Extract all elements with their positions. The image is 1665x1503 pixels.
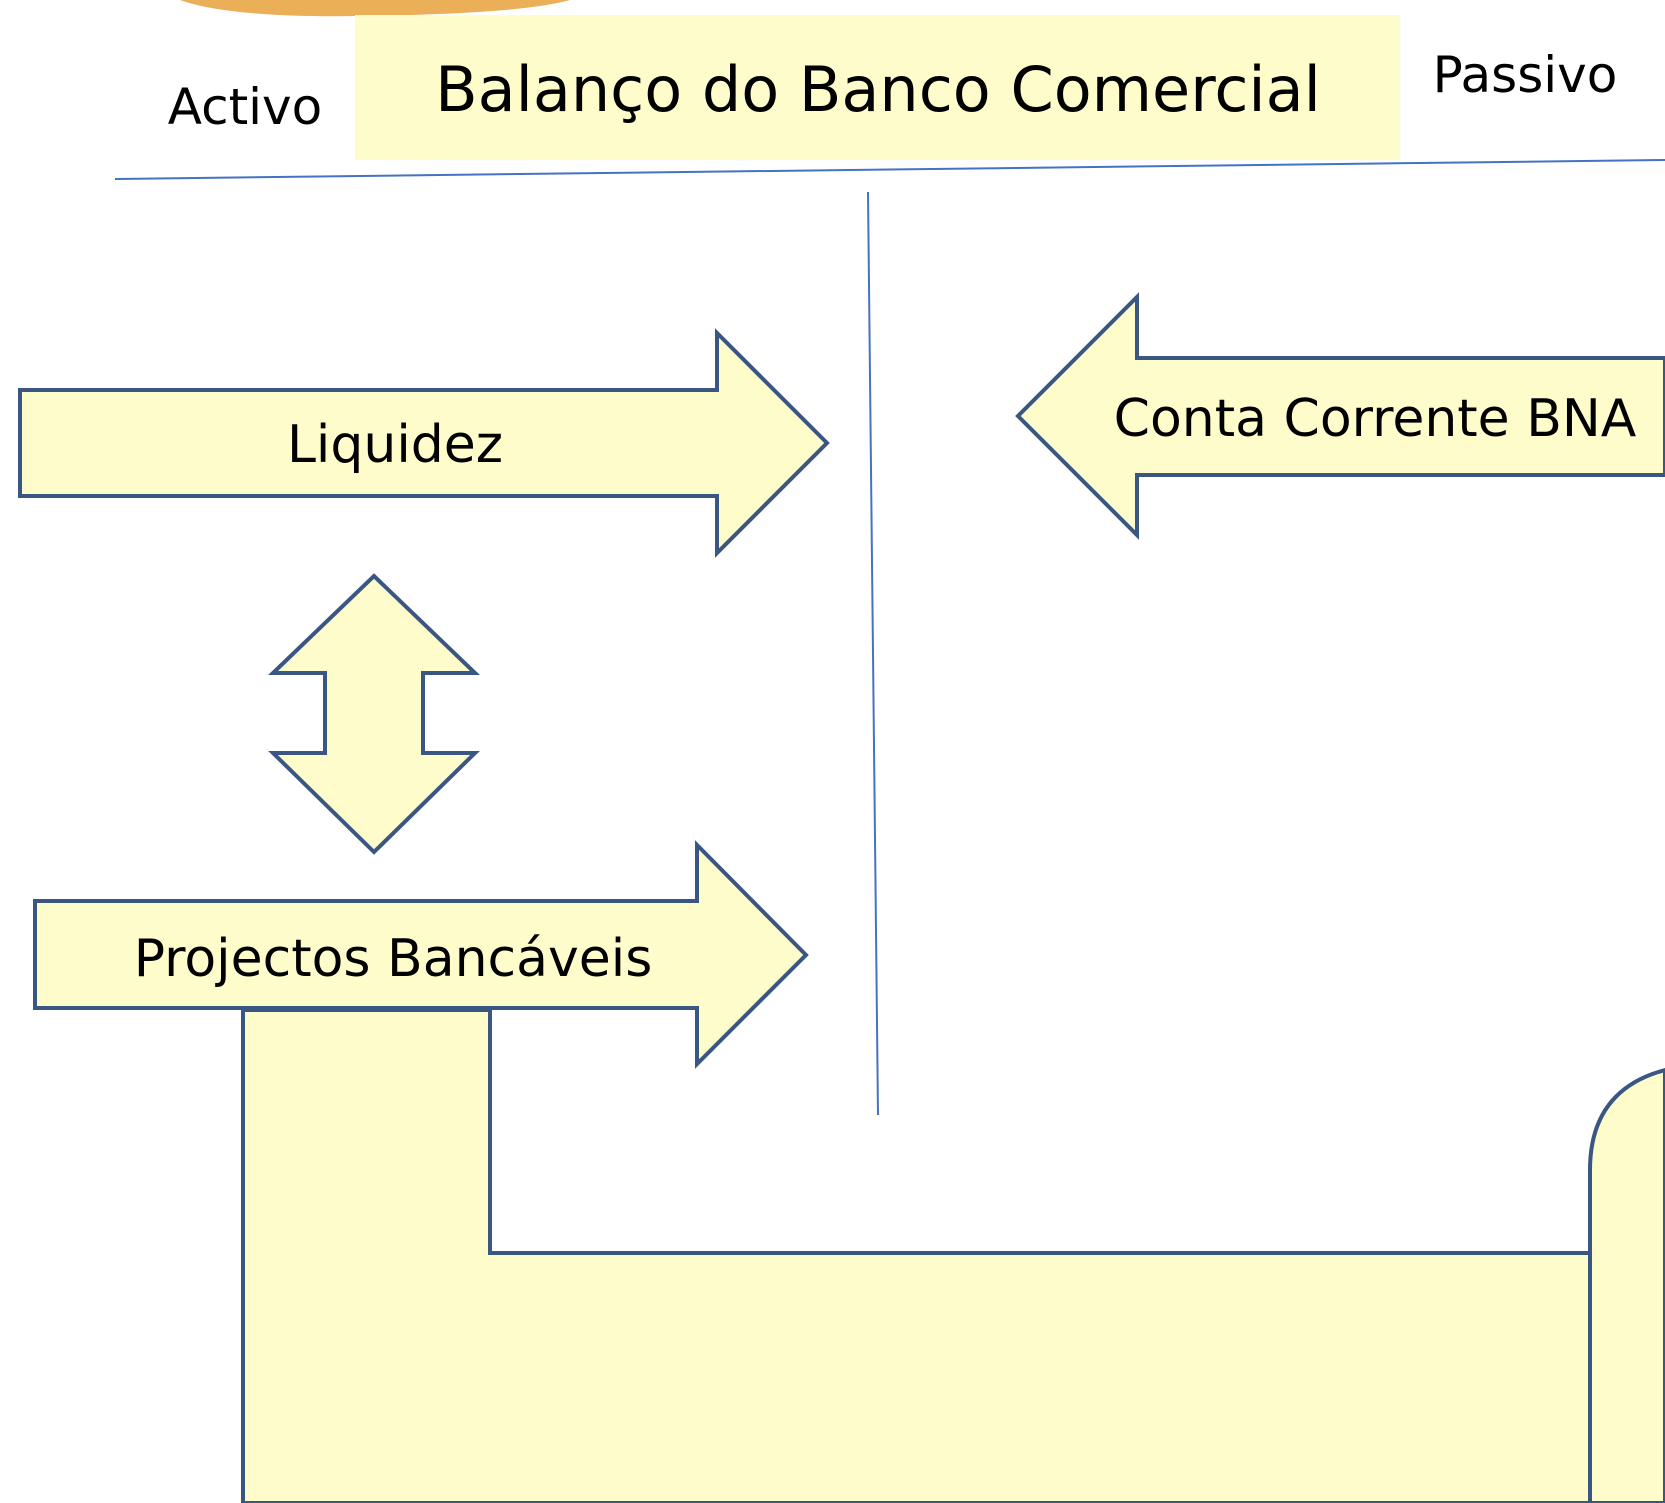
top-decoration-image xyxy=(180,0,570,17)
page-title: Balanço do Banco Comercial xyxy=(435,53,1321,126)
projectos-bancaveis-label: Projectos Bancáveis xyxy=(134,929,653,989)
passivo-label: Passivo xyxy=(1433,46,1618,104)
title-box xyxy=(355,15,1400,160)
horizontal-divider xyxy=(114,159,1665,180)
liquidez-arrow: Liquidez xyxy=(18,328,830,558)
conta-corrente-bna-label: Conta Corrente BNA xyxy=(1114,389,1637,449)
liquidez-label: Liquidez xyxy=(287,415,503,475)
vertical-divider xyxy=(867,191,879,1116)
conta-corrente-bna-arrow: Conta Corrente BNA xyxy=(1015,292,1665,540)
activo-label: Activo xyxy=(168,78,323,136)
u-turn-connector xyxy=(241,1008,1665,1503)
up-down-arrow xyxy=(268,573,480,855)
projectos-bancaveis-arrow: Projectos Bancáveis xyxy=(33,840,809,1069)
